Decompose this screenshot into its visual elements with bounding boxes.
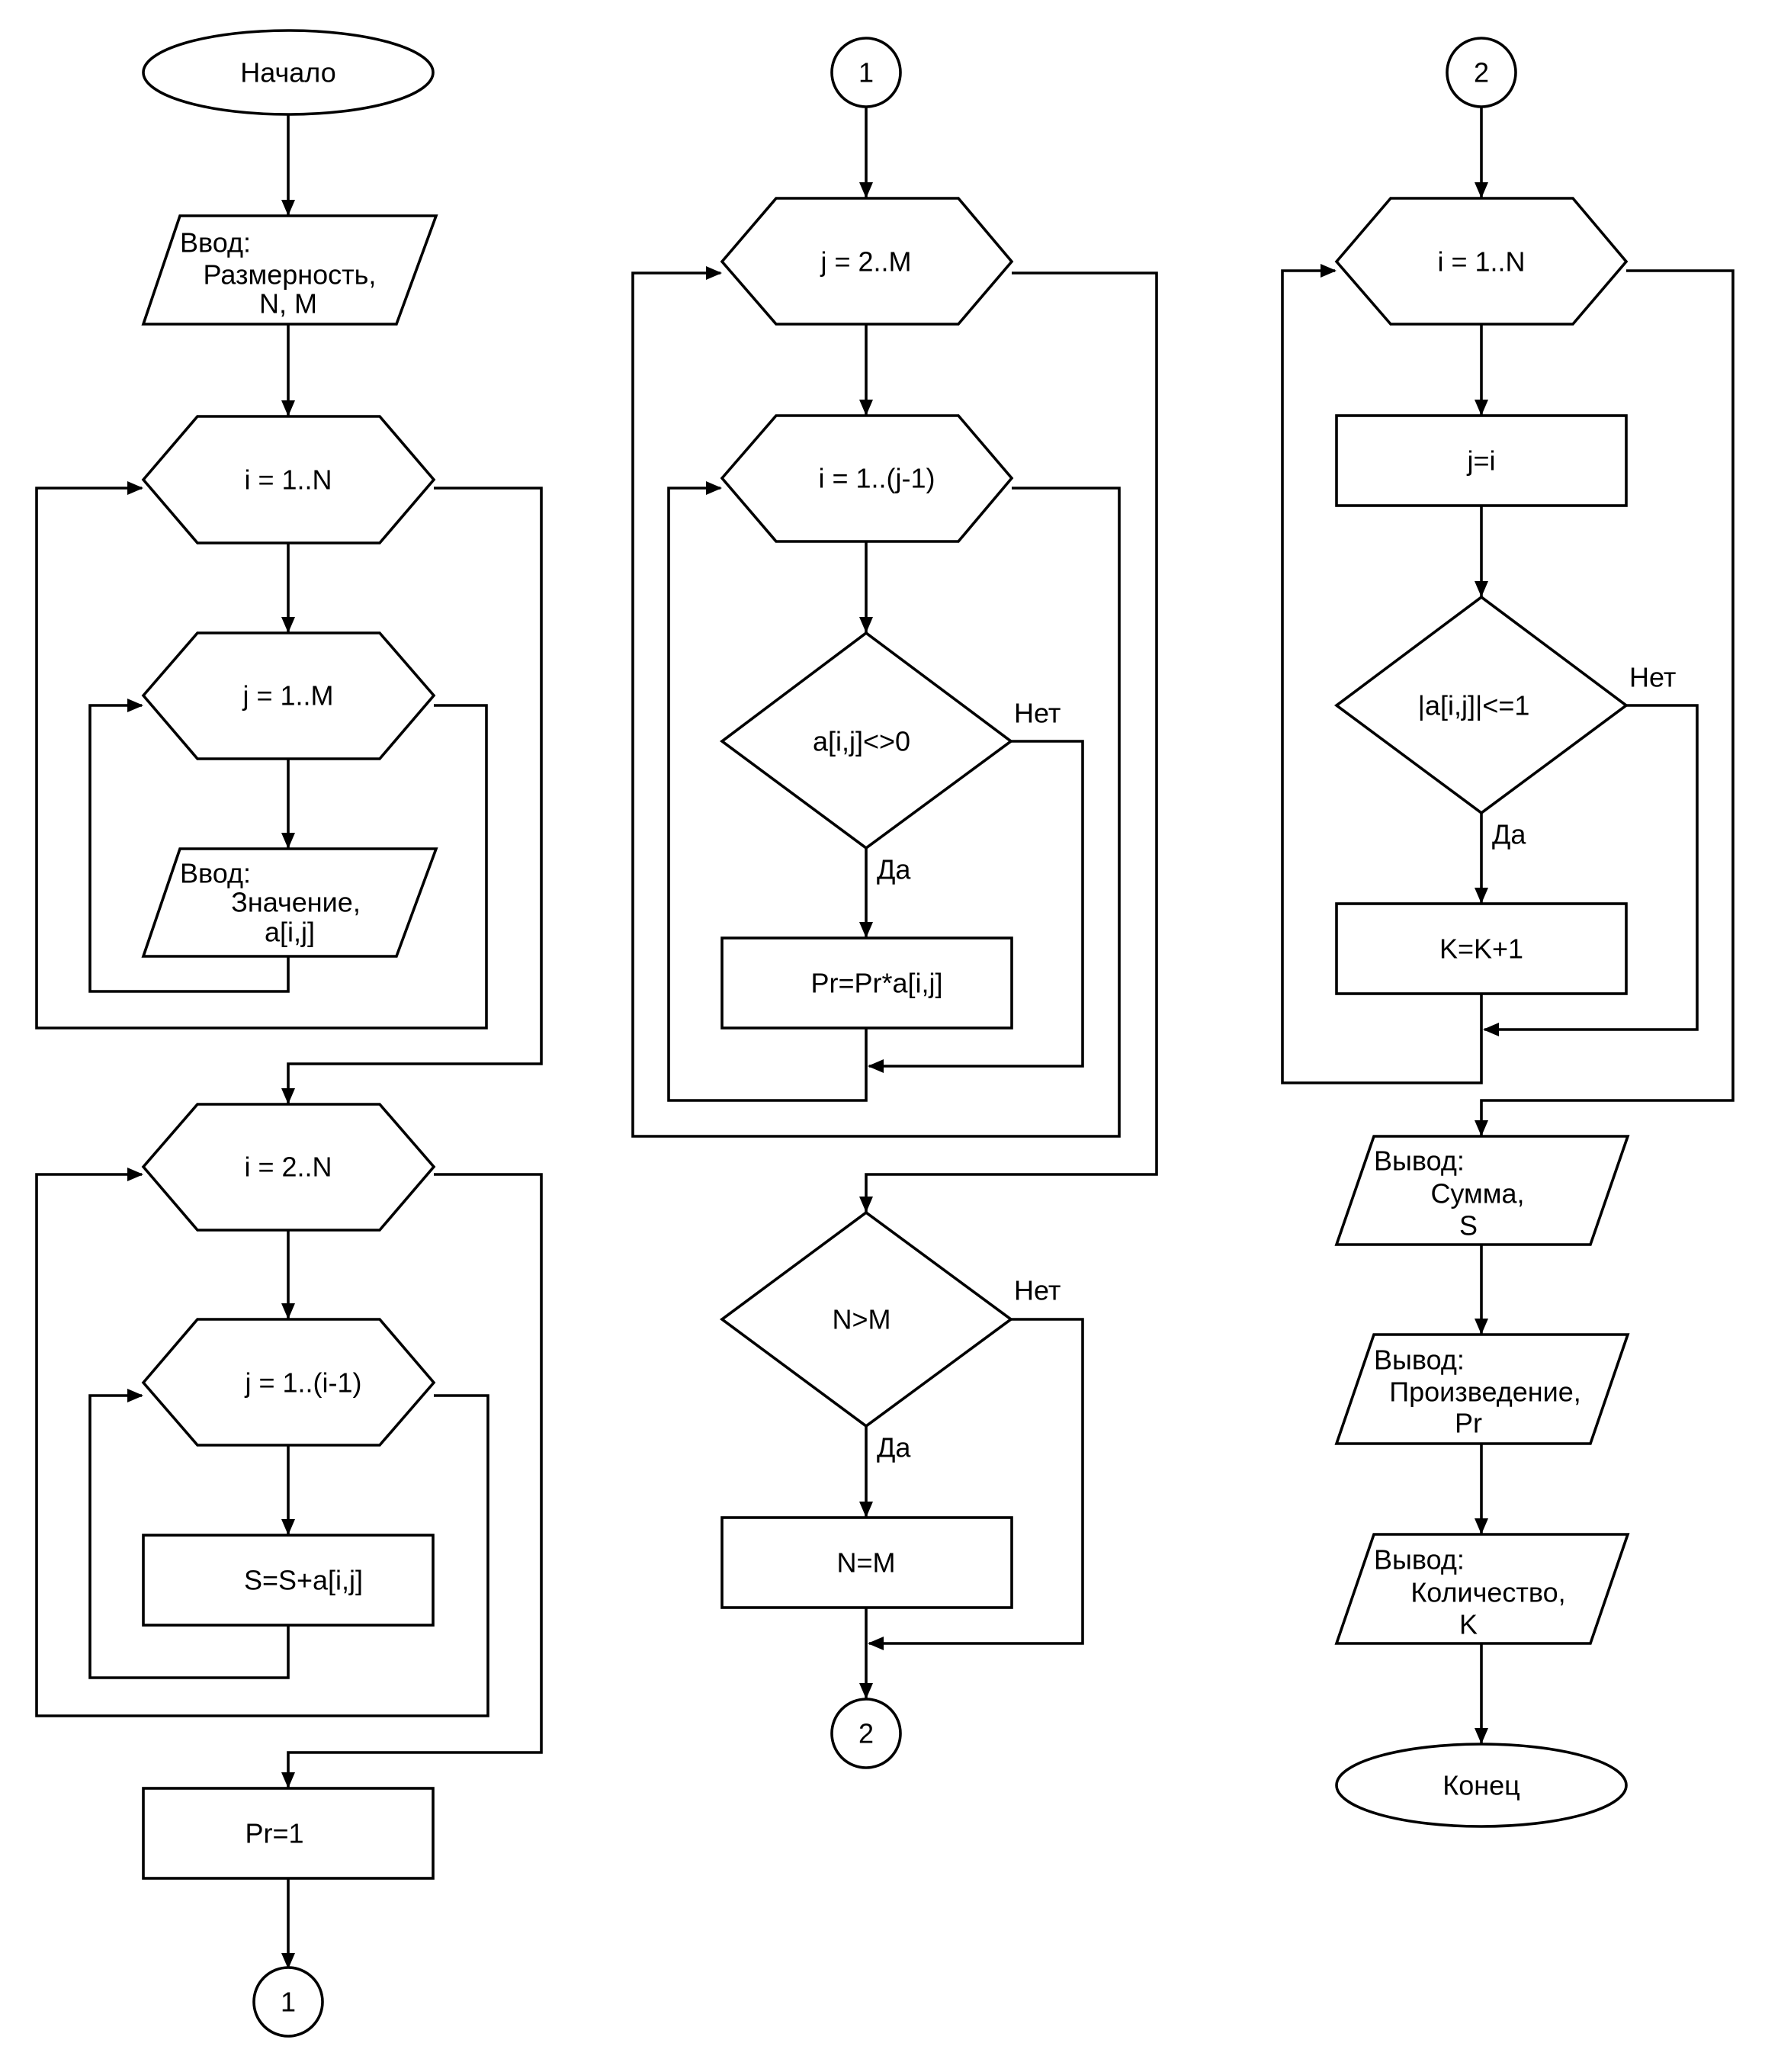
output-count-line1: Количество, (1410, 1577, 1565, 1608)
output-product-block (1334, 1333, 1630, 1445)
input-dimensions-line2: N, M (259, 288, 317, 320)
input-dimensions-block (141, 214, 438, 326)
connector-1-in-label: 1 (858, 57, 874, 88)
input-value-line1: Значение, (231, 887, 361, 918)
loop-j-2m-block (720, 197, 1014, 326)
output-count-head: Вывод: (1374, 1544, 1465, 1576)
decision-n-gt-m-no: Нет (1014, 1275, 1061, 1306)
loop-i-2n-block (141, 1103, 436, 1232)
loop-i-1n-out-block (1334, 197, 1629, 326)
loop-i-1j-block (720, 414, 1014, 543)
connector-1-out (252, 1966, 324, 2038)
input-dimensions-line1: Размерность, (204, 259, 377, 291)
output-sum-head: Вывод: (1374, 1145, 1465, 1177)
loop-i-1j-label: i = 1..(j-1) (818, 463, 935, 494)
sum-process-block (142, 1534, 435, 1627)
column-2: 1 j = 2..M i = 1..(j-1) a[i,j]<>0 Нет Да… (631, 37, 1158, 1769)
decision-nonzero-label: a[i,j]<>0 (813, 726, 910, 757)
column-3: 2 i = 1..N j=i |a[i,j]|<=1 Нет Да K=K+1 … (1281, 37, 1735, 1828)
loop-i-1n-out-label: i = 1..N (1437, 246, 1525, 278)
sum-process-label: S=S+a[i,j] (244, 1565, 363, 1596)
loop-j-2m-label: j = 2..M (820, 246, 911, 278)
end-terminator (1335, 1743, 1628, 1828)
pr-init-label: Pr=1 (245, 1818, 303, 1849)
connector-2-in-label: 2 (1474, 57, 1489, 88)
count-label: K=K+1 (1439, 933, 1523, 965)
count-block (1335, 902, 1628, 995)
input-value-line2: a[i,j] (265, 917, 315, 948)
connector-2-out-label: 2 (858, 1718, 874, 1749)
connector-1-out-label: 1 (281, 1987, 296, 2018)
connector-2-out (830, 1698, 902, 1769)
output-count-line2: K (1459, 1609, 1478, 1640)
assign-j-label: j=i (1466, 445, 1495, 477)
loop-j-1m-label: j = 1..M (242, 680, 333, 712)
decision-n-gt-m-yes: Да (877, 1432, 911, 1463)
output-sum-block (1334, 1135, 1630, 1246)
input-dimensions-head: Ввод: (180, 227, 251, 259)
output-product-line1: Произведение, (1389, 1377, 1581, 1408)
start-label: Начало (240, 57, 335, 88)
loop-j-1m-block (141, 631, 436, 760)
output-count-block (1334, 1533, 1630, 1645)
decision-nonzero-yes: Да (877, 854, 911, 885)
product-label: Pr=Pr*a[i,j] (810, 968, 942, 999)
output-product-line2: Pr (1455, 1408, 1482, 1439)
loop-i-1n-label: i = 1..N (244, 464, 332, 496)
output-sum-line1: Сумма, (1430, 1178, 1524, 1209)
input-value-head: Ввод: (180, 858, 251, 889)
loop-j-1i-block (141, 1318, 436, 1447)
decision-abs-le-1-yes: Да (1492, 819, 1526, 850)
loop-i-1n-block (141, 415, 436, 545)
column-1: Начало Ввод: Размерность, N, M i = 1..N … (35, 29, 543, 2038)
decision-nonzero-no: Нет (1014, 698, 1061, 729)
decision-abs-le-1-no: Нет (1629, 662, 1676, 693)
assign-n-m-block (720, 1516, 1013, 1609)
assign-j-block (1335, 414, 1628, 507)
product-block (720, 936, 1013, 1030)
assign-n-m-label: N=M (836, 1547, 895, 1579)
loop-j-1i-label: j = 1..(i-1) (244, 1367, 361, 1399)
loop-i-2n-label: i = 2..N (244, 1152, 332, 1183)
end-label: Конец (1442, 1770, 1520, 1801)
decision-n-gt-m-label: N>M (832, 1304, 891, 1335)
output-sum-line2: S (1459, 1210, 1478, 1242)
output-product-head: Вывод: (1374, 1344, 1465, 1376)
decision-abs-le-1-label: |a[i,j]|<=1 (1418, 690, 1530, 721)
input-value-block (141, 847, 438, 958)
